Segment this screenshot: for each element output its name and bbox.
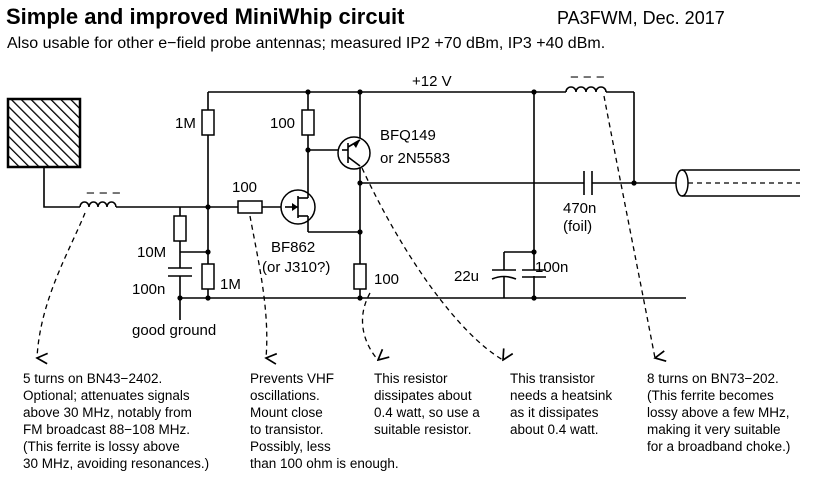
svg-text:Optional; attenuates signals: Optional; attenuates signals xyxy=(23,388,190,403)
svg-text:− − −: − − − xyxy=(86,185,121,202)
svg-text:(This ferrite becomes: (This ferrite becomes xyxy=(647,388,774,403)
label-c-100n-left: 100n xyxy=(132,281,165,298)
svg-text:(This ferrite is lossy above: (This ferrite is lossy above xyxy=(23,439,180,454)
svg-text:oscillations.: oscillations. xyxy=(250,388,320,403)
capacitor-100n-left xyxy=(168,267,192,277)
svg-text:This resistor: This resistor xyxy=(374,371,448,386)
svg-text:8 turns on BN73−202.: 8 turns on BN73−202. xyxy=(647,371,779,386)
svg-text:about 0.4 watt.: about 0.4 watt. xyxy=(510,422,599,437)
note-ferrite-supply: 8 turns on BN73−202. (This ferrite becom… xyxy=(647,371,790,454)
label-bf862: BF862 xyxy=(271,239,315,256)
svg-text:needs a heatsink: needs a heatsink xyxy=(510,388,612,403)
ferrite-choke-input: − − − xyxy=(79,185,121,208)
resistor-10m xyxy=(173,215,187,242)
resistor-100-gate xyxy=(237,200,263,214)
svg-text:This transistor: This transistor xyxy=(510,371,595,386)
label-foil: (foil) xyxy=(563,218,592,235)
label-2n5583: or 2N5583 xyxy=(380,150,450,167)
note-gate-resistor: Prevents VHF oscillations. Mount close t… xyxy=(250,371,399,471)
svg-text:Mount close: Mount close xyxy=(250,405,323,420)
resistor-1m-bottom xyxy=(201,263,215,290)
note-transistor-heatsink: This transistor needs a heatsink as it d… xyxy=(510,371,612,437)
note-emitter-resistor: This resistor dissipates about 0.4 watt,… xyxy=(374,371,480,437)
capacitor-22u xyxy=(491,269,517,280)
resistor-100-top xyxy=(301,109,315,136)
svg-text:Possibly, less: Possibly, less xyxy=(250,439,331,454)
label-c-22u: 22u xyxy=(454,268,479,285)
svg-text:− − −: − − − xyxy=(570,69,605,86)
junction-dots xyxy=(177,89,637,301)
label-r-100-emitter: 100 xyxy=(374,271,399,288)
capacitor-470n xyxy=(583,171,593,195)
svg-text:suitable resistor.: suitable resistor. xyxy=(374,422,472,437)
svg-text:dissipates about: dissipates about xyxy=(374,388,472,403)
label-j310: (or J310?) xyxy=(262,259,330,276)
svg-text:lossy above a few MHz,: lossy above a few MHz, xyxy=(647,405,790,420)
fet-transistor xyxy=(280,189,316,225)
label-ground: good ground xyxy=(132,322,216,339)
svg-text:for a broadband choke.): for a broadband choke.) xyxy=(647,439,790,454)
resistor-100-emitter xyxy=(353,263,367,290)
svg-text:to transistor.: to transistor. xyxy=(250,422,324,437)
probe-plate xyxy=(6,97,82,169)
label-c-100n-right: 100n xyxy=(535,259,568,276)
page-title: Simple and improved MiniWhip circuit xyxy=(6,4,405,29)
label-supply: +12 V xyxy=(412,73,452,90)
coax-output xyxy=(675,169,800,197)
svg-text:30 MHz, avoiding resonances.): 30 MHz, avoiding resonances.) xyxy=(23,456,209,471)
label-r-1m-top: 1M xyxy=(175,115,196,132)
author-date: PA3FWM, Dec. 2017 xyxy=(557,8,725,28)
label-c-470n: 470n xyxy=(563,200,596,217)
page-subtitle: Also usable for other e−field probe ante… xyxy=(7,35,605,52)
capacitor-100n-right xyxy=(522,269,546,278)
note-ferrite-input: 5 turns on BN43−2402. Optional; attenuat… xyxy=(23,371,209,471)
svg-text:Prevents VHF: Prevents VHF xyxy=(250,371,334,386)
svg-text:0.4 watt, so use a: 0.4 watt, so use a xyxy=(374,405,480,420)
annotation-arrows xyxy=(37,95,655,360)
bipolar-transistor xyxy=(337,136,371,170)
label-r-100-gate: 100 xyxy=(232,179,257,196)
svg-text:5 turns on BN43−2402.: 5 turns on BN43−2402. xyxy=(23,371,162,386)
svg-text:above 30 MHz, notably from: above 30 MHz, notably from xyxy=(23,405,192,420)
svg-text:as it dissipates: as it dissipates xyxy=(510,405,599,420)
label-r-100-top: 100 xyxy=(270,115,295,132)
label-bfq149: BFQ149 xyxy=(380,127,436,144)
svg-text:than 100 ohm is enough.: than 100 ohm is enough. xyxy=(250,456,399,471)
label-r-1m-bottom: 1M xyxy=(220,276,241,293)
svg-text:making it very suitable: making it very suitable xyxy=(647,422,781,437)
resistor-1m-top xyxy=(201,109,215,136)
svg-text:FM broadcast 88−108 MHz.: FM broadcast 88−108 MHz. xyxy=(23,422,190,437)
label-r-10m: 10M xyxy=(137,244,166,261)
ferrite-choke-supply: − − − xyxy=(565,69,607,93)
